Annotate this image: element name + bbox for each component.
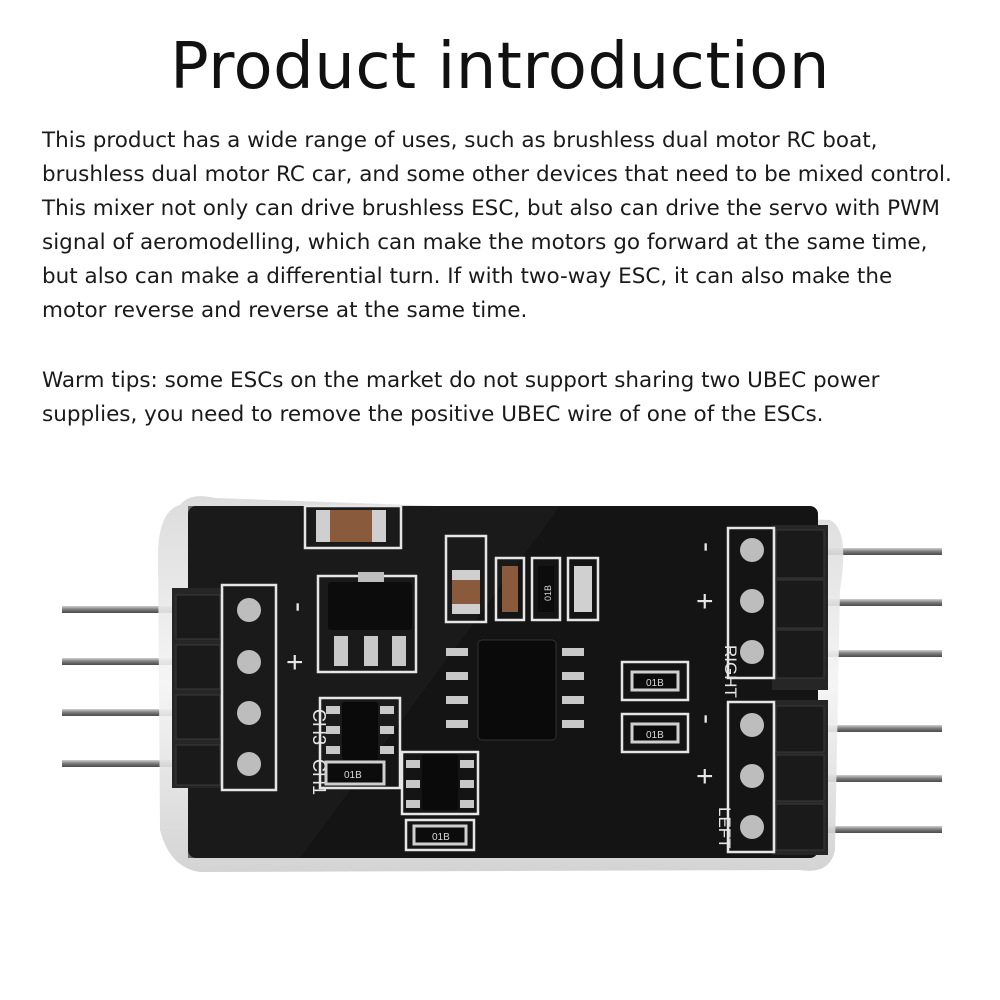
- page-title: Product introduction: [170, 30, 830, 104]
- right-pin-header: [772, 525, 828, 855]
- right-header-pins: [826, 548, 942, 833]
- right-label: RIGHT: [721, 645, 740, 698]
- right-top-plus-label: +: [696, 585, 714, 618]
- left-pin-header: [172, 588, 224, 788]
- right-bottom-plus-label: +: [696, 760, 714, 793]
- microcontroller-chip: [446, 639, 584, 741]
- left-plus-label: +: [286, 646, 304, 679]
- resistor-code-label-3: 01B: [344, 770, 362, 781]
- resistor-code-label-5: 01B: [543, 585, 553, 601]
- left-label: LEFT: [715, 807, 734, 849]
- resistor-code-label-1: 01B: [646, 678, 664, 689]
- product-photo: - + CH3 CH1 - + RIGHT - + LEFT: [0, 470, 1000, 900]
- left-minus-label: -: [283, 602, 316, 612]
- intro-paragraph: This product has a wide range of uses, s…: [42, 128, 952, 323]
- right-top-minus-label: -: [691, 542, 724, 552]
- warm-tips-paragraph: Warm tips: some ESCs on the market do no…: [42, 368, 880, 427]
- mixer-board-illustration: - + CH3 CH1 - + RIGHT - + LEFT: [62, 496, 942, 872]
- left-header-pins: [62, 606, 174, 767]
- resistor-code-label-4: 01B: [432, 832, 450, 843]
- right-bottom-minus-label: -: [691, 714, 724, 724]
- resistor-code-label-2: 01B: [646, 730, 664, 741]
